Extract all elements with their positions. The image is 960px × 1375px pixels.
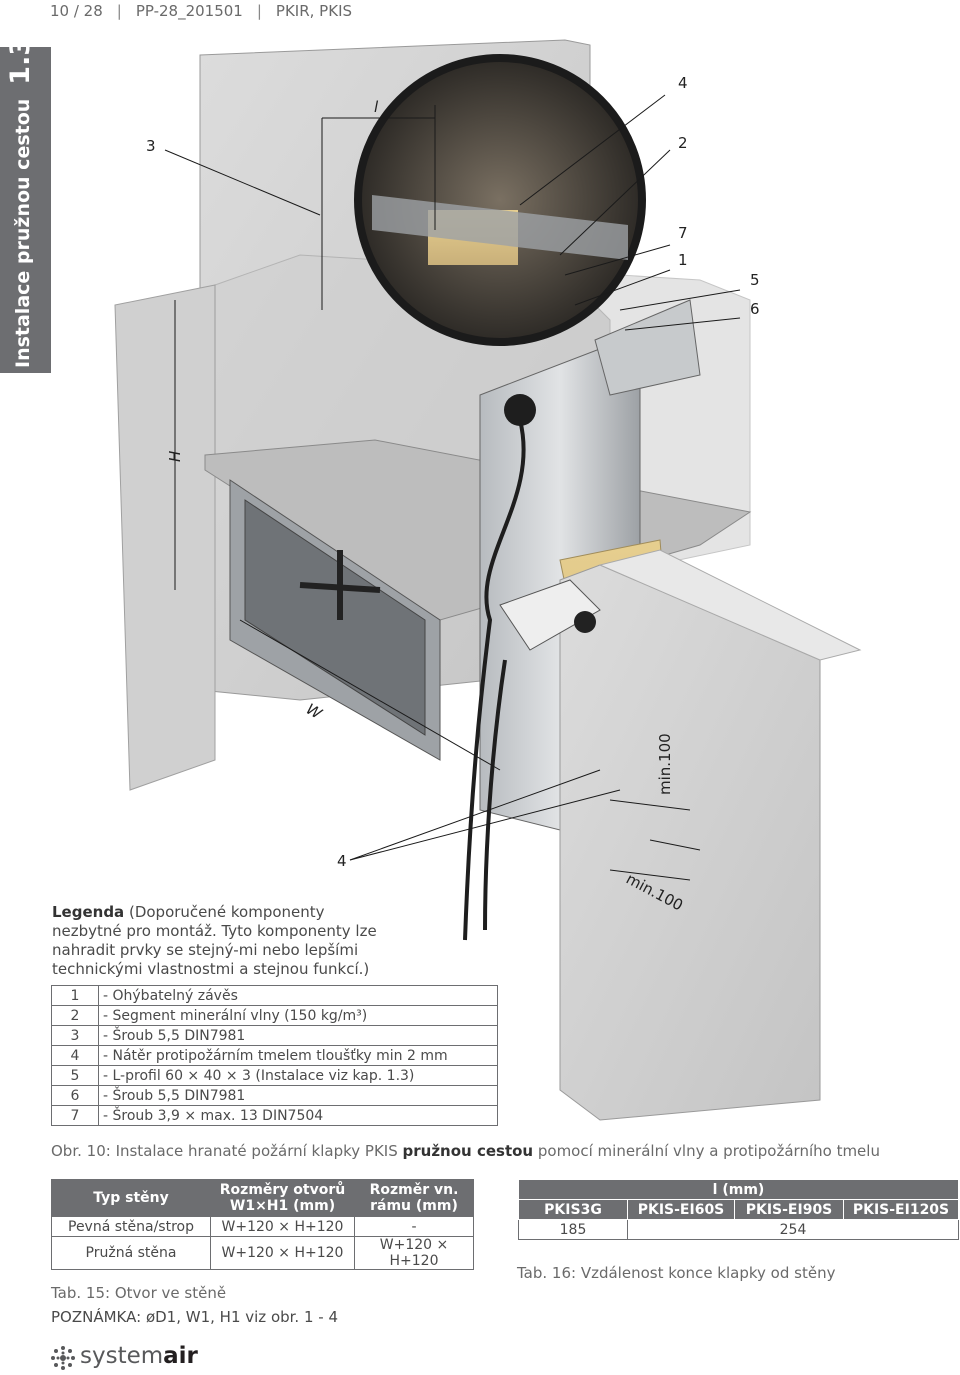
header-opening-size: Rozměry otvorů W1×H1 (mm) [210,1179,355,1217]
legend: Legenda (Doporučené komponenty nezbytné … [52,903,392,979]
l-profile [594,299,701,396]
table-row: Pružná stěna W+120 × H+120 W+120 × H+120 [51,1236,474,1270]
table-row: 185 254 [518,1219,959,1240]
table-header-row: Typ stěny Rozměry otvorů W1×H1 (mm) Rozm… [51,1179,474,1217]
header-frame-size: Rozměr vn. rámu (mm) [354,1179,474,1217]
callout-l: l [374,98,379,116]
cable-2 [483,659,507,931]
table-header-row: PKIS3G PKIS-EI60S PKIS-EI90S PKIS-EI120S [518,1199,959,1220]
callout-W: W [303,700,326,724]
callout-min100-vertical: min.100 [656,733,674,795]
table-opening-dimensions: Typ stěny Rozměry otvorů W1×H1 (mm) Rozm… [51,1179,474,1270]
note: POZNÁMKA: øD1, W1, H1 viz obr. 1 - 4 [51,1308,338,1326]
actuator [499,394,601,651]
list-item: 6- Šroub 5,5 DIN7981 [51,1085,498,1106]
caption-highlight: pružnou cestou [402,1142,534,1160]
callout-7: 7 [678,224,688,242]
document-code: PP-28_201501 [135,2,243,20]
table16-caption: Tab. 16: Vzdálenost konce klapky od stěn… [517,1264,836,1282]
damper-opening [244,499,426,736]
logo-icon [51,1346,75,1370]
callout-6: 6 [750,300,760,318]
list-item: 4- Nátěr protipožárním tmelem tloušťky m… [51,1045,498,1066]
brand-prefix: system [80,1343,164,1369]
page-number: 10 / 28 [50,2,103,20]
callout-3: 3 [146,137,156,155]
list-item: 2- Segment minerální vlny (150 kg/m³) [51,1005,498,1026]
table-row: Pevná stěna/strop W+120 × H+120 - [51,1216,474,1237]
header-l: l (mm) [518,1179,959,1200]
systemair-logo: systemair [50,1343,198,1375]
brand-suffix: air [163,1343,198,1369]
legend-title: Legenda [52,903,125,921]
callout-4-bottom: 4 [337,852,347,870]
list-item: 7- Šroub 3,9 × max. 13 DIN7504 [51,1105,498,1126]
table-damper-distance: l (mm) PKIS3G PKIS-EI60S PKIS-EI90S PKIS… [518,1179,959,1240]
callout-2: 2 [678,134,688,152]
table-header-row: l (mm) [518,1179,959,1200]
chapter-tab: Instalace pružnou cestou1.3 [0,37,51,373]
wall-front [559,564,821,1121]
callout-4-top: 4 [678,74,688,92]
callout-5: 5 [750,271,760,289]
figure-caption: Obr. 10: Instalace hranaté požární klapk… [51,1142,880,1160]
component-list: 1- Ohýbatelný závěs 2- Segment minerální… [51,985,498,1126]
list-item: 3- Šroub 5,5 DIN7981 [51,1025,498,1046]
product-names: PKIR, PKIS [275,2,353,20]
detail-magnifier [354,54,646,346]
board-horizontal [204,439,752,621]
list-item: 5- L-profil 60 × 40 × 3 (Instalace viz k… [51,1065,498,1086]
header-wall-type: Typ stěny [51,1179,211,1217]
callout-H: H [166,451,184,462]
legend-text: (Doporučené komponenty nezbytné pro mont… [52,903,377,978]
wall-left [114,284,216,791]
callout-1: 1 [678,251,688,269]
table15-caption: Tab. 15: Otvor ve stěně [51,1284,227,1302]
page-header: 10 / 28|PP-28_201501|PKIR, PKIS [50,2,353,20]
cable-1 [463,419,526,941]
list-item: 1- Ohýbatelný závěs [51,985,498,1006]
installation-illustration: l 3 4 2 7 1 5 6 H W 4 min.100 min.100 [114,39,862,1121]
